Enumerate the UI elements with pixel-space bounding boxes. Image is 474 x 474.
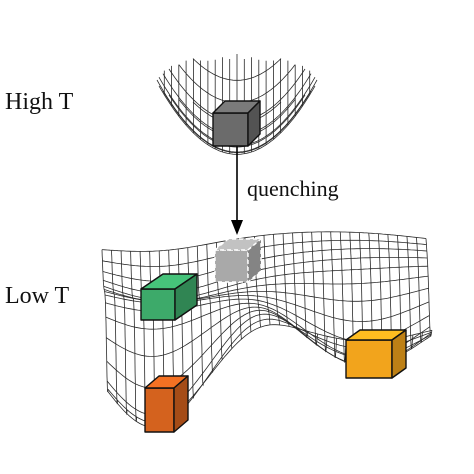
cube-side-face: [247, 238, 262, 283]
landscape-mesh-line: [130, 251, 137, 422]
landscape-mesh-line: [330, 231, 338, 359]
landscape-mesh-line: [102, 239, 427, 267]
cube-side-face: [174, 273, 198, 321]
cube-front-face: [212, 112, 249, 147]
bowl-mesh-line: [192, 58, 282, 81]
landscape-mesh-line: [111, 250, 118, 405]
cube-side-face: [173, 375, 189, 433]
landscape-mesh-line: [311, 232, 318, 346]
green-metastable-cube: [140, 273, 198, 321]
landscape-mesh-line: [187, 247, 195, 399]
landscape-mesh-line: [101, 231, 427, 252]
quenching-label: quenching: [247, 176, 339, 201]
cube-front-face: [214, 249, 249, 283]
quenching-arrow: [231, 136, 243, 235]
low-t-label: Low T: [5, 283, 70, 309]
landscape-mesh-line: [101, 249, 109, 393]
landscape-mesh-line: [196, 245, 204, 387]
high-t-label: High T: [5, 89, 74, 115]
cube-front-face: [140, 288, 176, 321]
landscape-mesh-line: [206, 244, 214, 373]
rust-ground-state-cube: [144, 375, 189, 433]
quenched-ghost-cube: [214, 238, 262, 283]
landscape-mesh-line: [425, 238, 433, 337]
high-t-gray-cube: [212, 100, 261, 147]
orange-metastable-cube: [345, 329, 407, 379]
cube-front-face: [144, 387, 175, 433]
cube-side-face: [247, 100, 261, 147]
cube-front-face: [345, 339, 393, 379]
cube-side-face: [391, 329, 407, 379]
landscape-mesh-line: [120, 250, 128, 416]
landscape-mesh-line: [282, 233, 290, 327]
